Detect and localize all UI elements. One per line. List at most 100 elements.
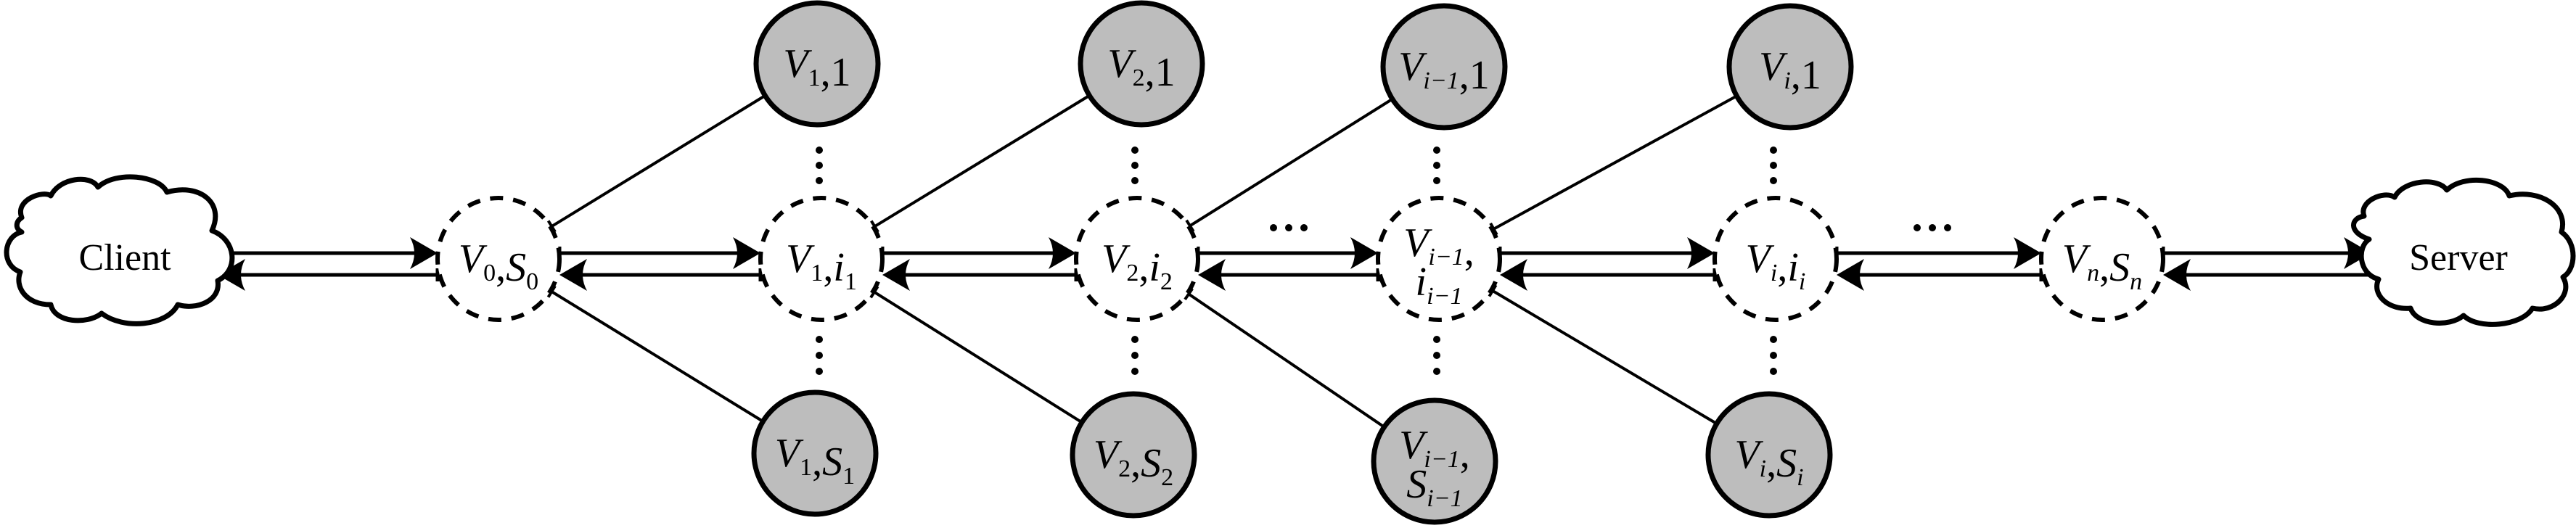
top-node-v2-1: V2,1	[1078, 0, 1205, 128]
label-part: V	[459, 236, 488, 281]
ellipsis-dot	[1770, 147, 1777, 154]
label-part: S	[1406, 462, 1427, 507]
label-part: S	[1776, 441, 1797, 486]
label-part: ,	[2099, 245, 2109, 290]
label-part: i	[1416, 260, 1427, 305]
connector-line	[1189, 97, 1393, 228]
clouds-layer: Client Server	[4, 174, 2576, 327]
top-node-label: V2,1	[1107, 41, 1175, 95]
solid-circle	[751, 389, 879, 517]
label-subscript: 2	[1133, 65, 1145, 91]
forward-arrowhead-icon	[2014, 237, 2041, 269]
label-subscript: 1	[808, 65, 821, 91]
ellipsis-dot	[816, 177, 823, 184]
vertical-ellipsis-4	[1770, 147, 1777, 375]
bottom-node-label: V1,S1	[775, 431, 855, 490]
top-node-v1-1: V1,1	[753, 0, 881, 128]
label-part: ,	[1777, 245, 1787, 290]
chain-node-label: Vn,Sn	[2062, 236, 2142, 295]
ellipsis-dot	[1131, 162, 1139, 169]
ellipsis-dot	[1300, 224, 1308, 231]
chain-node-label-line2: ii−1	[1416, 260, 1463, 310]
label-part: ,	[1131, 441, 1141, 486]
label-subscript: i−1	[1423, 67, 1459, 94]
label-part: S	[822, 440, 842, 484]
connector-bottom-0	[546, 285, 764, 423]
ellipsis-dot	[816, 147, 823, 154]
label-part: V	[1759, 44, 1788, 89]
label-part: V	[1094, 432, 1123, 477]
chain-node-v1i1: V1,i1	[758, 196, 885, 322]
label-part: V	[1107, 41, 1136, 86]
bottom-node-v2-s2: V2,S2	[1070, 391, 1197, 519]
backward-arrowhead-icon	[1837, 259, 1864, 291]
forward-arrowhead-icon	[410, 237, 438, 269]
label-subscript: 1	[845, 268, 857, 295]
label-part: ,	[1464, 229, 1474, 274]
bottom-node-label-line2: Si−1	[1406, 462, 1462, 512]
ellipsis-dot	[1944, 224, 1951, 231]
backward-arrowhead-icon	[1198, 259, 1226, 291]
label-subscript: i−1	[1428, 244, 1464, 271]
connector-line	[874, 94, 1091, 228]
label-subscript: 1	[811, 260, 823, 286]
forward-arrowhead-icon	[733, 237, 760, 269]
chain-node-label-line1: Vi−1,	[1403, 220, 1474, 274]
label-part: i	[1149, 245, 1160, 290]
ellipsis-dot	[816, 352, 823, 359]
server-cloud-icon	[2351, 177, 2576, 327]
label-part: V	[1734, 432, 1763, 477]
backward-arrowhead-icon	[882, 259, 910, 291]
backward-arrowhead-icon	[218, 259, 245, 291]
ellipsis-dot	[816, 162, 823, 169]
bottom-node-vi-si: Vi,Si	[1705, 391, 1833, 519]
connector-line	[551, 94, 766, 228]
label-part: ,	[1139, 245, 1149, 290]
chain-node-label: V2,i2	[1102, 236, 1173, 295]
connector-line	[1187, 292, 1385, 429]
ellipsis-dot	[1770, 336, 1777, 343]
chain-node-vnsn: Vn,Sn	[2039, 196, 2165, 322]
top-node-label: Vi,1	[1759, 44, 1821, 98]
backward-arrowhead-icon	[1500, 259, 1527, 291]
label-part: V	[1746, 236, 1775, 281]
label-part: V	[1403, 220, 1432, 265]
label-subscript: 2	[1126, 260, 1139, 286]
ellipsis-dot	[1770, 352, 1777, 359]
gap-ellipsis-1	[1913, 224, 1951, 231]
label-subscript: 0	[483, 260, 496, 286]
label-part: S	[1141, 441, 1161, 486]
connector-top-1	[870, 94, 1091, 233]
label-subscript: n	[2130, 268, 2142, 295]
label-subscript: i	[1797, 464, 1803, 491]
label-part: ,	[1766, 441, 1776, 486]
label-subscript: 2	[1161, 464, 1173, 491]
link-pair-6	[2161, 237, 2371, 291]
chain-node-vim1: Vi−1,ii−1	[1376, 196, 1502, 322]
top-node-label: V1,1	[783, 41, 850, 95]
links-layer	[218, 94, 2371, 429]
ellipsis-dot	[1770, 162, 1777, 169]
connector-top-3	[1489, 94, 1738, 236]
label-part: V	[1398, 44, 1427, 89]
client-label: Client	[78, 237, 171, 279]
label-part: V	[1399, 423, 1428, 468]
connector-bottom-2	[1184, 287, 1385, 429]
ellipsis-dot	[1770, 177, 1777, 184]
label-part: i	[1787, 245, 1799, 290]
label-part: ,	[812, 440, 822, 484]
ellipsis-dot	[816, 336, 823, 343]
ellipsis-dot	[1131, 147, 1139, 154]
connector-line	[1491, 289, 1718, 425]
link-pair-3	[1196, 237, 1380, 291]
ellipsis-dot	[1131, 336, 1139, 343]
label-subscript: i	[1784, 67, 1790, 94]
solid-circle	[1705, 391, 1833, 519]
top-node-vim1-1: Vi−1,1	[1380, 3, 1508, 131]
server-label: Server	[2409, 237, 2508, 279]
solid-circle	[1371, 397, 1498, 525]
solid-circle	[1726, 3, 1854, 131]
dashed-circle	[758, 196, 885, 322]
label-part: ,	[823, 245, 833, 290]
label-subscript: 1	[842, 463, 855, 490]
